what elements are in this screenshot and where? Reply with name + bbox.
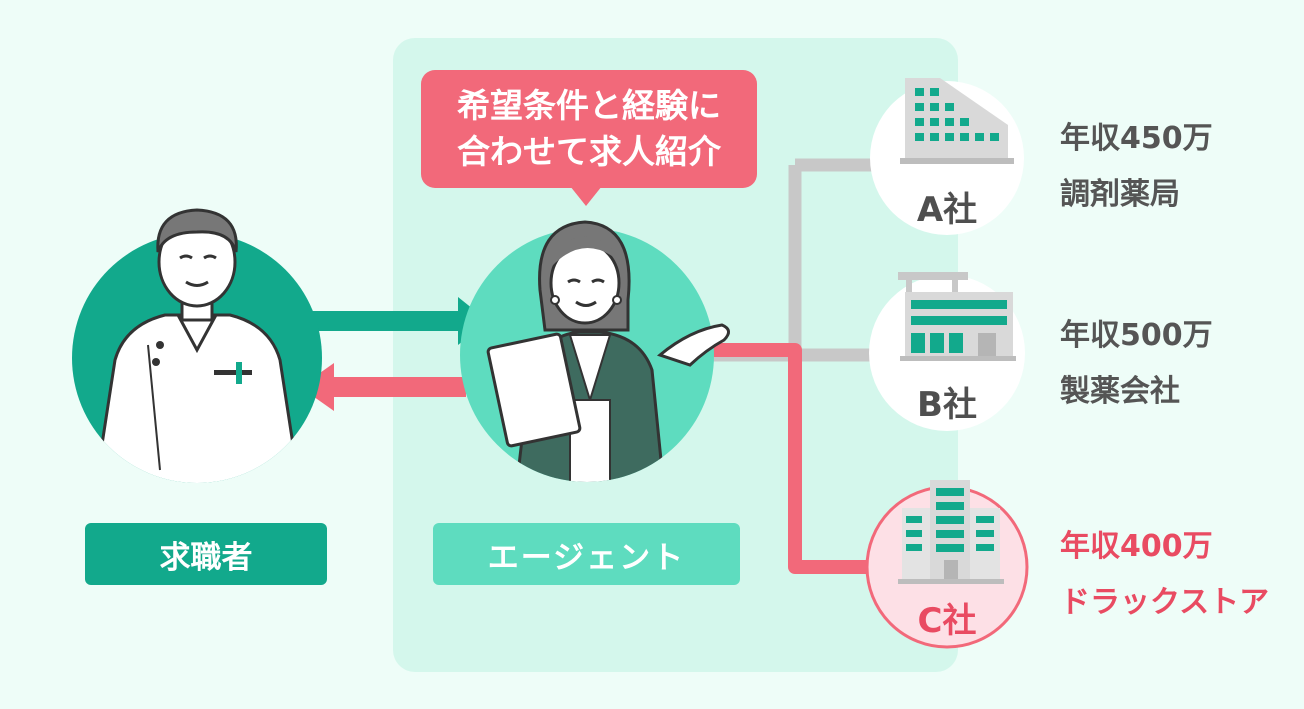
seeker-label: 求職者 (85, 523, 327, 585)
gray-connectors (710, 158, 880, 362)
company-c-badge (865, 480, 1029, 649)
office-tower-icon (900, 78, 1014, 164)
company-a-salary: 年収450万 (1060, 121, 1213, 156)
company-a-badge (870, 78, 1024, 235)
company-b-salary: 年収500万 (1060, 318, 1213, 353)
agent-avatar (460, 220, 730, 482)
arrow-right-icon (292, 297, 488, 345)
company-c-salary: 年収400万 (1060, 529, 1213, 564)
company-b-info: 年収500万 製薬会社 (1060, 308, 1213, 420)
bubble-line-2: 合わせて求人紹介 (457, 132, 721, 171)
company-a-type: 調剤薬局 (1060, 177, 1180, 212)
speech-bubble: 希望条件と経験に 合わせて求人紹介 (421, 70, 757, 188)
company-a-name: A社 (916, 190, 978, 230)
company-a-info: 年収450万 調剤薬局 (1060, 111, 1213, 223)
arrow-left-icon (300, 363, 466, 411)
factory-building-icon (898, 272, 1016, 361)
bubble-line-1: 希望条件と経験に (457, 86, 721, 125)
seeker-avatar (72, 208, 322, 483)
pink-connector (710, 343, 878, 574)
company-c-name: C社 (917, 601, 977, 641)
speech-bubble-tail (570, 186, 602, 206)
company-c-type: ドラックストア (1060, 585, 1270, 620)
company-b-badge (869, 272, 1025, 431)
store-building-icon (898, 480, 1004, 584)
company-b-name: B社 (917, 385, 977, 425)
company-b-type: 製薬会社 (1060, 374, 1180, 409)
company-c-info: 年収400万 ドラックストア (1060, 519, 1269, 631)
agent-label: エージェント (433, 523, 740, 585)
